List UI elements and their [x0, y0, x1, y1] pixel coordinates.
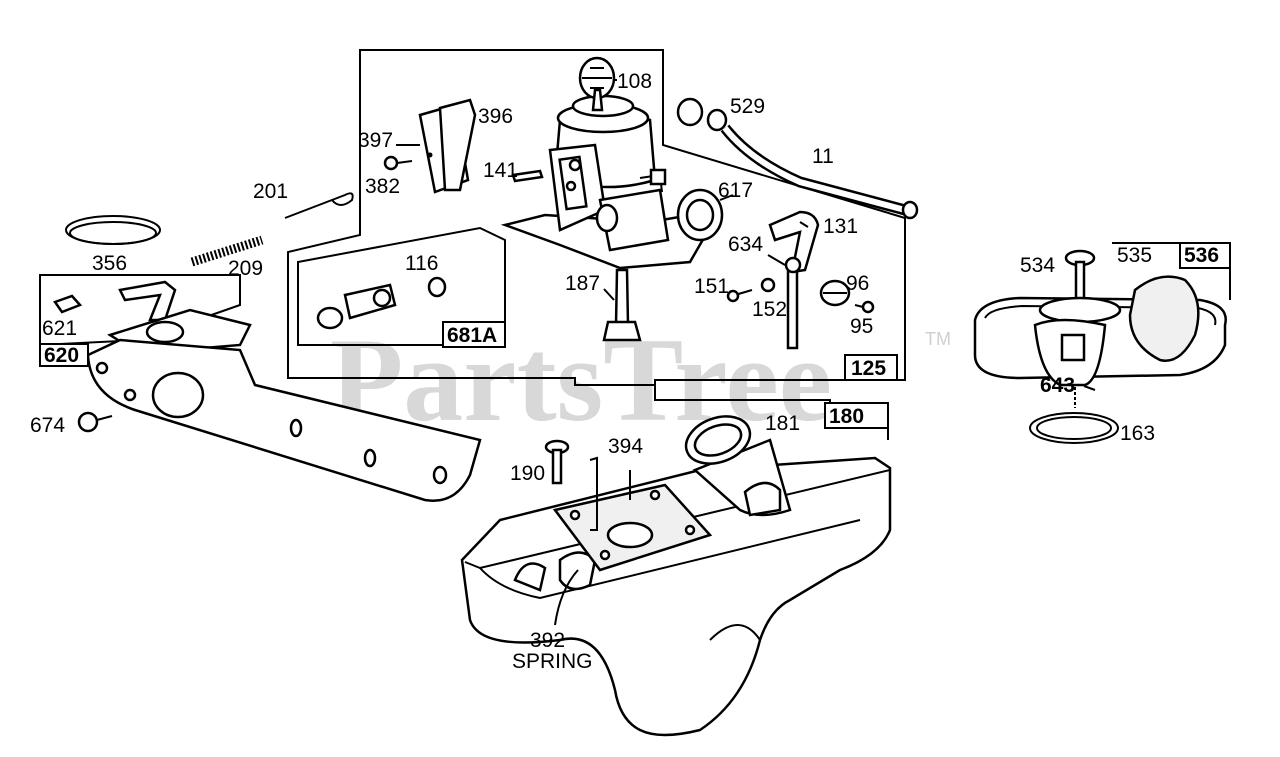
callout-125: 125: [851, 357, 886, 380]
callout-382: 382: [365, 175, 400, 198]
fuel-pickup-tube: [589, 456, 598, 531]
callout-187: 187: [565, 272, 600, 295]
float-bowl-plate: [418, 98, 477, 194]
callout-spring: SPRING: [512, 650, 593, 673]
callout-95: 95: [850, 315, 873, 338]
gasket-163: [1029, 412, 1119, 444]
screw-382: [383, 155, 413, 171]
callout-529: 529: [730, 95, 765, 118]
callout-674: 674: [30, 414, 65, 437]
callout-163: 163: [1120, 422, 1155, 445]
bolt-187: [602, 268, 642, 342]
callout-190: 190: [510, 462, 545, 485]
callout-96: 96: [846, 272, 869, 295]
choke-valve: [578, 56, 616, 112]
carburetor-body: [500, 94, 724, 270]
fuel-cap-534: [1038, 249, 1122, 324]
fuel-pickup-181: [684, 415, 792, 517]
callout-141: 141: [483, 159, 518, 182]
throttle-plate-96: [819, 279, 851, 307]
callout-356: 356: [92, 252, 127, 275]
callout-152: 152: [752, 298, 787, 321]
fuel-elbow-529: [676, 97, 728, 132]
callout-116: 116: [405, 252, 438, 275]
callout-209: 209: [228, 257, 263, 280]
callout-634: 634: [728, 233, 763, 256]
callout-617: 617: [718, 179, 753, 202]
washer-152: [760, 277, 776, 293]
callout-621: 621: [42, 317, 77, 340]
clip-621: [53, 294, 83, 314]
washer-116: [427, 276, 447, 298]
callout-536: 536: [1184, 244, 1219, 267]
callout-397: 397: [358, 129, 393, 152]
callout-11: 11: [812, 145, 834, 168]
callout-181: 181: [765, 412, 800, 435]
watermark-trademark: TM: [925, 329, 951, 349]
callout-108: 108: [617, 70, 652, 93]
group-outline-681a: [297, 226, 506, 346]
screw-95: [861, 300, 875, 314]
needle-valve: [316, 283, 397, 330]
throttle-lever: [768, 210, 820, 350]
callout-394: 394: [608, 435, 643, 458]
pin-141: [511, 169, 544, 183]
screw-190: [544, 439, 570, 485]
diaphragm-394: [552, 483, 713, 572]
callout-201: 201: [253, 180, 288, 203]
link-201: [284, 192, 354, 219]
spring-209: [190, 235, 264, 267]
callout-131: 131: [823, 215, 858, 238]
callout-151: 151: [694, 275, 729, 298]
filter-535: [1128, 275, 1200, 362]
callout-643: 643: [1040, 374, 1075, 397]
callout-620: 620: [44, 344, 79, 367]
callout-396: 396: [478, 105, 513, 128]
governor-spring-356: [65, 215, 161, 245]
callout-534: 534: [1020, 254, 1055, 277]
callout-535: 535: [1117, 244, 1152, 267]
leader-392: [554, 569, 579, 626]
callout-681a: 681A: [447, 324, 497, 347]
callout-180: 180: [829, 405, 864, 428]
control-bracket: [86, 338, 482, 502]
callout-392: 392: [530, 629, 565, 652]
screw-674: [77, 411, 113, 433]
